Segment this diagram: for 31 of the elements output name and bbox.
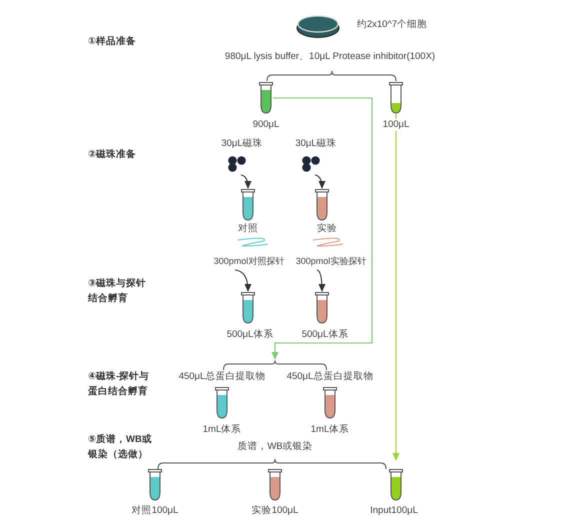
note-label: 质谱，WB或银染 bbox=[237, 441, 313, 453]
tube-label: 450μL总蛋白提取物 bbox=[286, 371, 374, 383]
beads-label: 30μL磁珠 bbox=[221, 138, 263, 150]
arrow bbox=[314, 174, 326, 189]
tube-label: 实验 bbox=[317, 223, 337, 235]
arrow bbox=[272, 97, 373, 360]
tube-label: 500μL体系 bbox=[226, 329, 274, 341]
probe-label: 300pmol实验探针 bbox=[296, 255, 366, 267]
tube-label: 900μL bbox=[252, 119, 280, 131]
beads-label: 30μL磁珠 bbox=[295, 138, 337, 150]
tube-label: 1mL体系 bbox=[202, 424, 242, 436]
tube-label: 450μL总蛋白提取物 bbox=[178, 371, 266, 383]
tube-label: 对照100μL bbox=[132, 505, 178, 517]
step-label: ②磁珠准备 bbox=[88, 148, 138, 162]
tube-label: 500μL体系 bbox=[302, 329, 348, 341]
tube-label: 实验100μL bbox=[252, 505, 298, 517]
step-label: ③磁珠与探针结合孵育 bbox=[88, 277, 148, 306]
step-label: ⑤质谱，WB或银染（选做） bbox=[88, 432, 153, 462]
tube-label: 1mL体系 bbox=[310, 424, 350, 436]
tube-label: Input100μL bbox=[370, 505, 418, 517]
arrow bbox=[392, 114, 400, 461]
arrow bbox=[240, 174, 252, 189]
cell-count-label: 约2x10^7个细胞 bbox=[356, 19, 428, 31]
probe-label: 300pmol对照探针 bbox=[214, 255, 284, 267]
arrow bbox=[234, 269, 252, 292]
note-label: 980μL lysis buffer、10μL Protease inhibitor(100X) bbox=[224, 51, 436, 63]
arrow bbox=[316, 270, 326, 292]
tube-label: 100μL bbox=[382, 119, 410, 131]
step-label: ④磁珠-探针与蛋白结合孵育 bbox=[88, 370, 150, 399]
tube-label: 对照 bbox=[238, 223, 258, 235]
step-label: ①样品准备 bbox=[88, 35, 138, 49]
